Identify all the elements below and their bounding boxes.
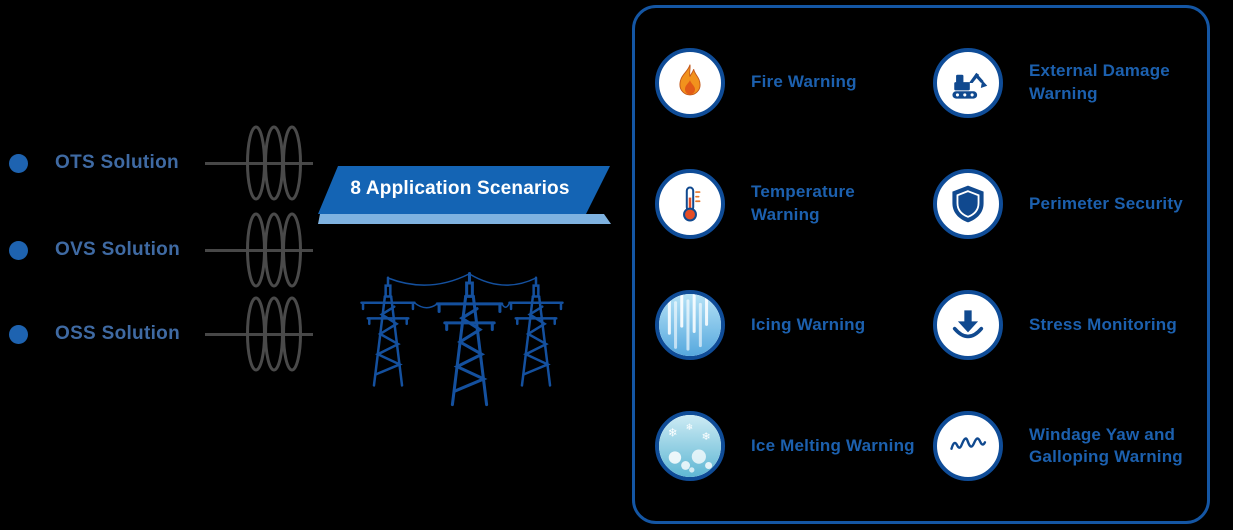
thermometer-icon xyxy=(655,168,725,239)
solution-label: OSS Solution xyxy=(55,323,180,344)
fire-icon xyxy=(655,47,725,118)
scenario-perimeter-security: Perimeter Security xyxy=(933,143,1201,264)
svg-text:❄: ❄ xyxy=(702,430,711,443)
ice-melting-icon: ❄ ❄ ❄ xyxy=(655,411,725,482)
banner-8-application-scenarios: 8 Application Scenarios xyxy=(318,166,613,234)
fiber-line xyxy=(205,162,313,165)
scenario-ice-melting-warning: ❄ ❄ ❄ Ice Melting Warning xyxy=(655,386,923,507)
fiber-line xyxy=(205,333,313,336)
solution-label: OTS Solution xyxy=(55,152,179,173)
scenario-label: External Damage Warning xyxy=(1029,61,1170,103)
scenario-label: Perimeter Security xyxy=(1029,193,1183,213)
svg-text:❄: ❄ xyxy=(686,423,693,433)
scenario-label: Ice Melting Warning xyxy=(751,436,915,456)
scenario-stress-monitoring: Stress Monitoring xyxy=(933,265,1201,386)
bullet-dot xyxy=(9,153,28,173)
excavator-icon xyxy=(933,47,1003,118)
solution-label: OVS Solution xyxy=(55,239,180,260)
shield-icon xyxy=(933,168,1003,239)
application-scenarios-panel: Fire Warning xyxy=(632,5,1210,524)
icicles-icon xyxy=(655,290,725,361)
solution-row-ots: OTS Solution xyxy=(0,148,179,178)
scenario-label: Temperature Warning xyxy=(751,182,855,224)
banner-shape xyxy=(318,166,611,224)
solution-row-ovs: OVS Solution xyxy=(0,235,180,265)
scenario-label: Fire Warning xyxy=(751,72,857,92)
bullet-dot xyxy=(9,324,28,344)
fiber-line xyxy=(205,249,313,252)
solution-row-oss: OSS Solution xyxy=(0,319,180,349)
fiber-coil-icon xyxy=(246,125,302,201)
bullet-dot xyxy=(9,240,28,260)
scenario-icing-warning: Icing Warning xyxy=(655,265,923,386)
scenario-fire-warning: Fire Warning xyxy=(655,22,923,143)
stress-arrow-icon xyxy=(933,290,1003,361)
scenario-label: Stress Monitoring xyxy=(1029,314,1177,334)
wave-icon xyxy=(933,411,1003,482)
scenario-external-damage-warning: External Damage Warning xyxy=(933,22,1201,143)
scenario-label: Icing Warning xyxy=(751,314,866,334)
scenario-label: Windage Yaw and Galloping Warning xyxy=(1029,424,1183,467)
svg-text:❄: ❄ xyxy=(668,426,678,440)
banner-title: 8 Application Scenarios xyxy=(350,178,570,199)
scenario-windage-galloping-warning: Windage Yaw and Galloping Warning xyxy=(933,386,1201,507)
scenario-temperature-warning: Temperature Warning xyxy=(655,143,923,264)
fiber-coil-icon xyxy=(246,296,302,372)
transmission-towers-illustration xyxy=(360,271,564,407)
fiber-coil-icon xyxy=(246,212,302,288)
